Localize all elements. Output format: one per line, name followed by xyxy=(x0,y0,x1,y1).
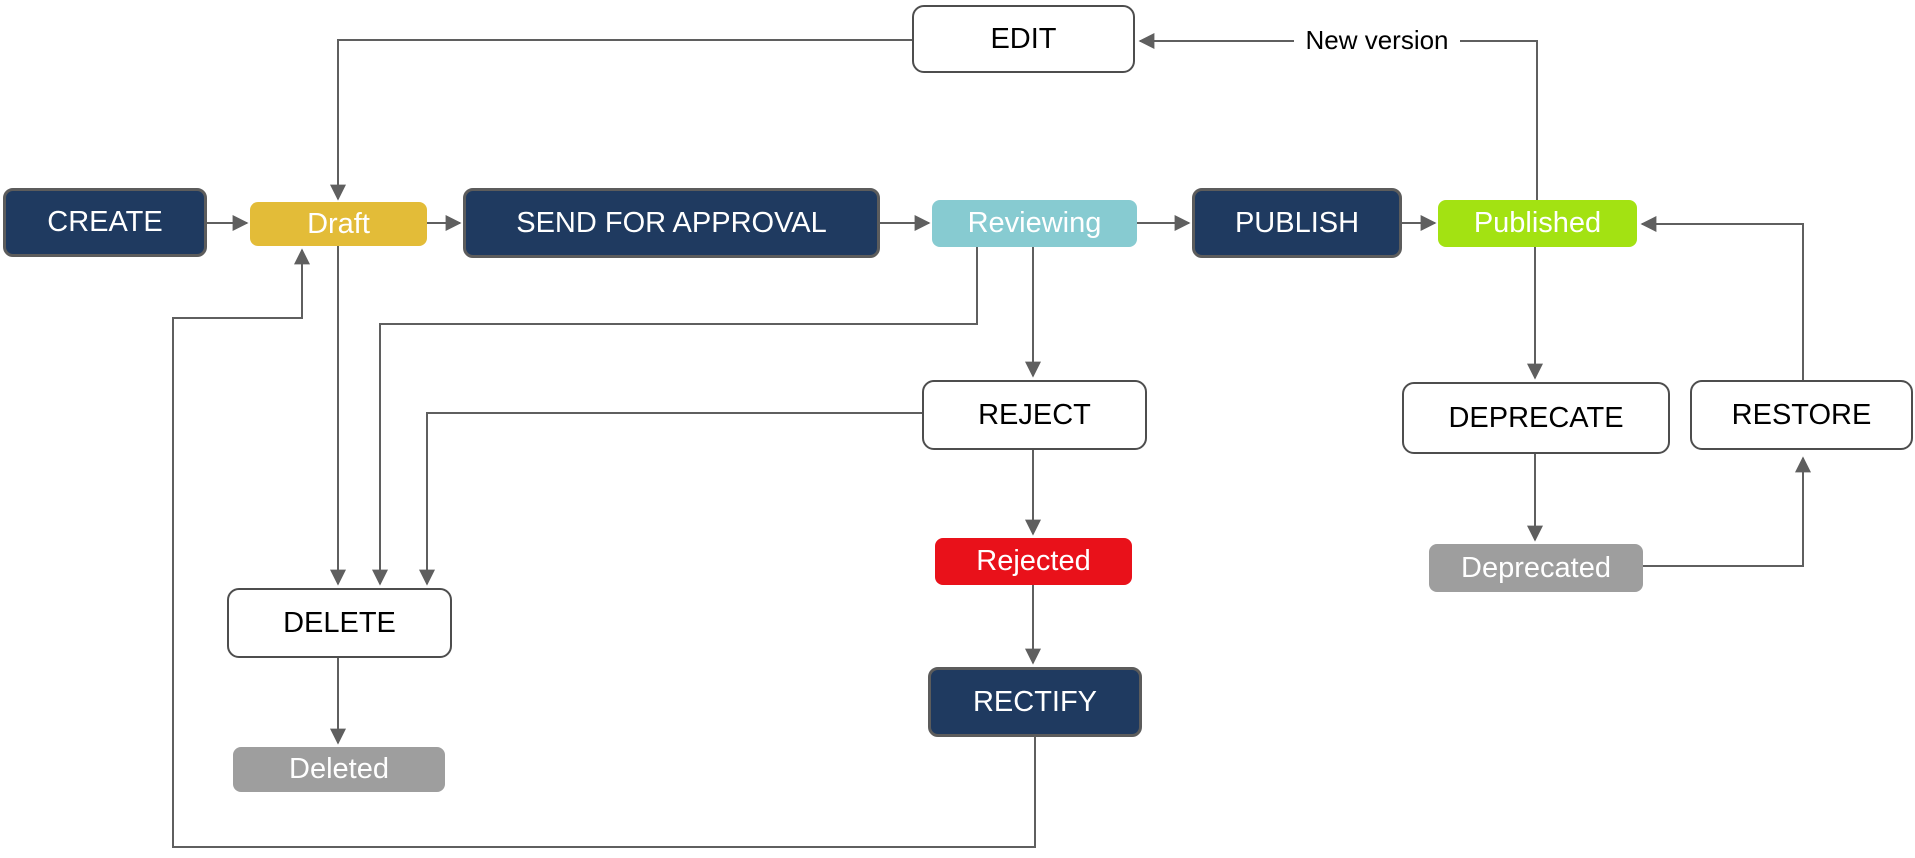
edge-label-new-version: New version xyxy=(1294,24,1460,58)
edge-edit-draft xyxy=(330,39,912,201)
node-delete: DELETE xyxy=(227,588,452,658)
node-deprecate: DEPRECATE xyxy=(1402,382,1670,454)
node-reviewing: Reviewing xyxy=(932,200,1137,247)
edge-deprecated-restore xyxy=(1643,456,1811,567)
node-restore: RESTORE xyxy=(1690,380,1913,450)
node-draft: Draft xyxy=(250,202,427,246)
node-deleted: Deleted xyxy=(233,747,445,792)
edge-rectify-draft-loop xyxy=(172,248,1036,848)
node-create: CREATE xyxy=(3,188,207,257)
edge-reject-delete xyxy=(419,412,922,586)
node-rejected: Rejected xyxy=(935,538,1132,585)
node-reject: REJECT xyxy=(922,380,1147,450)
node-edit: EDIT xyxy=(912,5,1135,73)
node-publish: PUBLISH xyxy=(1192,188,1402,258)
node-published: Published xyxy=(1438,200,1637,247)
edge-published-edit-newversion xyxy=(1138,33,1538,200)
node-send-for-approval: SEND FOR APPROVAL xyxy=(463,188,880,258)
edge-restore-published xyxy=(1640,216,1804,380)
node-deprecated: Deprecated xyxy=(1429,544,1643,592)
node-rectify: RECTIFY xyxy=(928,667,1142,737)
edge-reviewing-delete xyxy=(372,247,978,586)
